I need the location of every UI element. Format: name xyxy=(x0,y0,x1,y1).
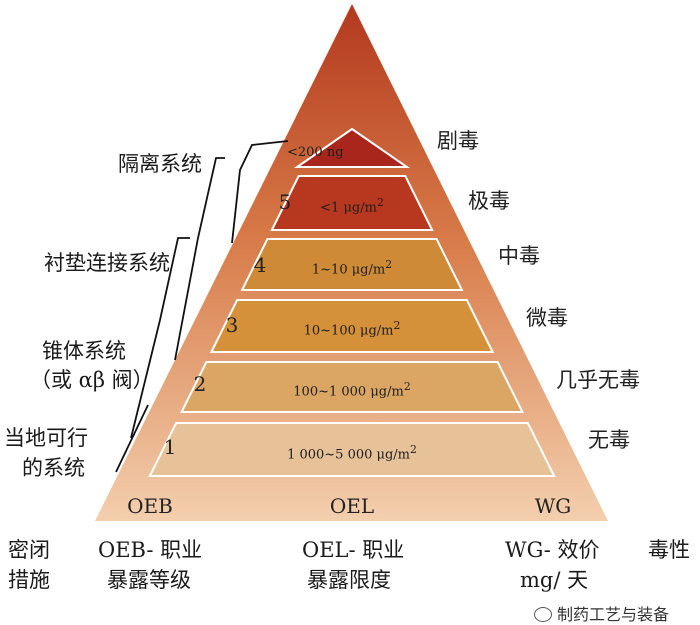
containment-label-local-2: 的系统 xyxy=(22,456,85,480)
legend-toxicity: 毒性 xyxy=(648,538,690,562)
connector-isolation xyxy=(231,140,289,244)
legend-wg-2: mg/ 天 xyxy=(520,568,589,592)
containment-label-isolation: 隔离系统 xyxy=(118,152,202,176)
containment-label-cone: 锥体系统 xyxy=(42,339,126,363)
containment-label-local: 当地可行 xyxy=(4,426,88,450)
band-label: 1~10 μg/m2 xyxy=(312,258,392,277)
oeb-level-number: 3 xyxy=(226,313,239,337)
legend-wg: WG- 效价 xyxy=(505,538,600,562)
base-label-wg: WG xyxy=(535,494,572,518)
pyramid-band xyxy=(179,361,525,413)
toxicity-label: 几乎无毒 xyxy=(556,368,640,392)
pyramid-band xyxy=(209,299,495,353)
pyramid-band xyxy=(270,175,434,231)
connector-local xyxy=(115,404,149,473)
base-label-oeb: OEB xyxy=(127,494,173,518)
oeb-level-number: 2 xyxy=(194,372,207,396)
band-label: <200 ng xyxy=(287,145,344,160)
connector-liner xyxy=(174,157,225,361)
oeb-level-number: 5 xyxy=(279,190,292,214)
connector-cone xyxy=(130,237,190,439)
oeb-level-numbers: 5 4 3 2 1 xyxy=(164,190,292,459)
legend-oel-2: 暴露限度 xyxy=(307,568,391,592)
toxicity-label: 极毒 xyxy=(468,189,510,213)
band-label: <1 μg/m2 xyxy=(320,196,384,215)
oeb-level-number: 1 xyxy=(164,435,177,459)
toxicity-label: 微毒 xyxy=(526,306,568,330)
containment-connector-lines xyxy=(115,140,289,473)
legend-oeb-2: 暴露等级 xyxy=(107,568,191,592)
band-label: 10~100 μg/m2 xyxy=(304,319,401,338)
legend-oel: OEL- 职业 xyxy=(302,538,405,562)
legend-oeb: OEB- 职业 xyxy=(98,538,203,562)
pyramid-bands: <200 ng <1 μg/m2 1~10 μg/m2 10~100 μg/m2 100… xyxy=(148,127,556,477)
pyramid-band xyxy=(240,238,464,291)
pyramid-band xyxy=(293,127,411,168)
toxicity-label: 无毒 xyxy=(588,428,630,452)
band-label: 100~1 000 μg/m2 xyxy=(293,380,410,399)
containment-label-liner: 衬垫连接系统 xyxy=(44,251,170,275)
oeb-level-number: 4 xyxy=(254,253,267,277)
containment-label-cone-valve: （或 αβ 阀） xyxy=(30,368,154,392)
toxicity-label: 剧毒 xyxy=(437,129,479,153)
base-label-oel: OEL xyxy=(330,494,374,518)
legend-containment-2: 措施 xyxy=(8,568,50,592)
wechat-icon xyxy=(534,607,552,622)
legend-containment: 密闭 xyxy=(8,538,50,562)
watermark: 制药工艺与装备 xyxy=(534,601,669,625)
toxicity-label: 中毒 xyxy=(498,244,540,268)
pyramid-band xyxy=(148,422,556,477)
band-label: 1 000~5 000 μg/m2 xyxy=(287,443,417,462)
